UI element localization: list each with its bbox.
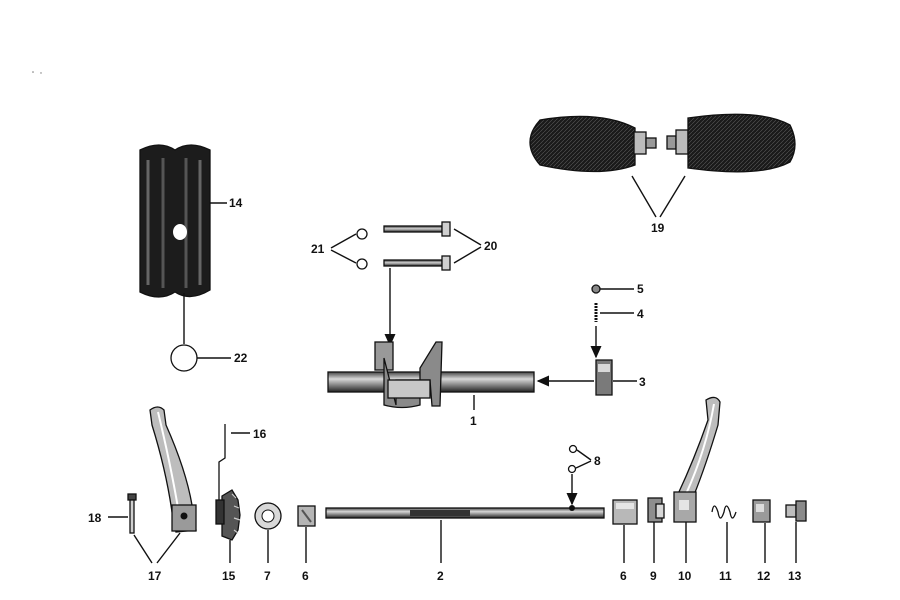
callout-7: 7 (264, 569, 271, 583)
washer-part (254, 502, 282, 530)
callout-10: 10 (678, 569, 692, 583)
leader-line-21b (330, 249, 357, 264)
leader-line-17a (133, 534, 153, 564)
scan-speck (32, 71, 42, 74)
bolt-lower-part (383, 255, 451, 271)
callout-22: 22 (234, 351, 248, 365)
leader-line-8a (576, 449, 592, 461)
ball-lower-part (567, 464, 577, 474)
spring-wire-part (218, 424, 226, 505)
clip-upper-part (356, 228, 368, 240)
callout-6-left: 6 (302, 569, 309, 583)
bushing-left-part (297, 505, 316, 527)
knob-right-part (666, 113, 796, 173)
detent-gear-part (215, 489, 241, 541)
plug-part (170, 344, 198, 372)
shift-fork-right-part (673, 396, 721, 523)
callout-13: 13 (788, 569, 802, 583)
plug-screw-part (785, 500, 807, 522)
ball-upper-part (568, 444, 578, 454)
callout-15: 15 (222, 569, 236, 583)
bushing-right-part (612, 499, 638, 525)
leader-line-21a (330, 233, 357, 249)
callout-21: 21 (311, 242, 325, 256)
selector-shaft-part (327, 341, 535, 409)
callout-9: 9 (650, 569, 657, 583)
callout-11: 11 (719, 569, 732, 583)
collar-part (595, 359, 613, 396)
callout-2: 2 (437, 569, 444, 583)
callout-8: 8 (594, 454, 601, 468)
callout-5: 5 (637, 282, 644, 296)
bolt-upper-part (383, 221, 451, 237)
pin-part (127, 493, 137, 534)
leader-line-17b (156, 532, 181, 564)
shift-fork-left-part (149, 406, 197, 533)
spring-part (711, 505, 737, 519)
rubber-boot-part (139, 144, 211, 298)
nut-part (591, 284, 601, 294)
leader-line-19b (659, 175, 686, 218)
callout-14: 14 (229, 196, 243, 210)
leader-line-19a (631, 175, 657, 218)
sleeve-part (647, 497, 665, 523)
leader-line-8b (575, 460, 592, 469)
callout-4: 4 (637, 307, 644, 321)
leader-line-20a (453, 228, 482, 246)
cap-part (752, 499, 771, 523)
callout-6-right: 6 (620, 569, 627, 583)
callout-18: 18 (88, 511, 102, 525)
callout-12: 12 (757, 569, 771, 583)
callout-17: 17 (148, 569, 162, 583)
callout-1: 1 (470, 414, 477, 428)
callout-3: 3 (639, 375, 646, 389)
clip-lower-part (356, 258, 368, 270)
knob-left-part (529, 115, 657, 173)
leader-line-20b (453, 246, 482, 264)
callout-19: 19 (651, 221, 665, 235)
callout-16: 16 (253, 427, 267, 441)
main-shaft-part (325, 505, 605, 519)
callout-20: 20 (484, 239, 498, 253)
